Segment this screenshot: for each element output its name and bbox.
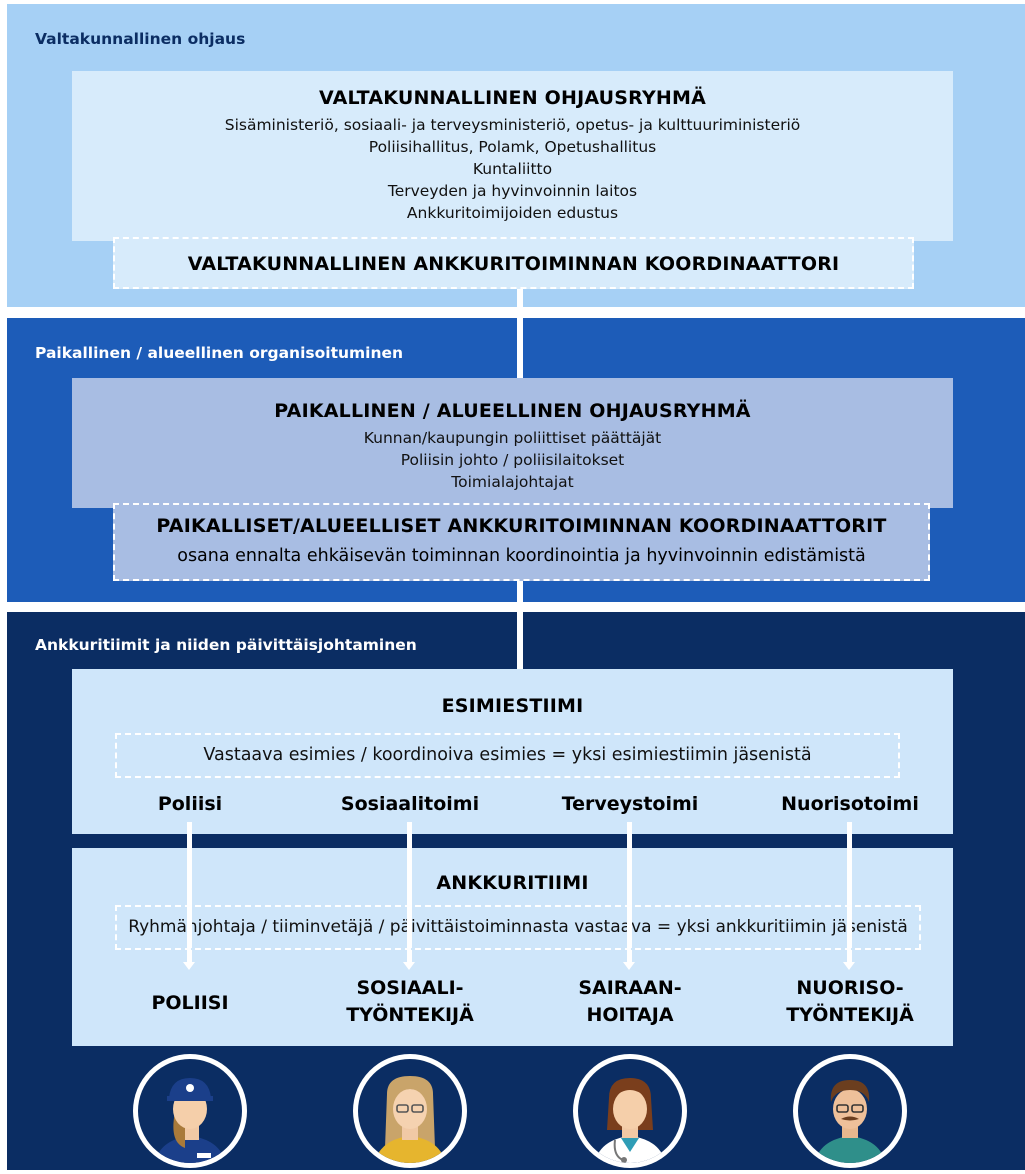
management-team-note: Vastaava esimies / koordinoiva esimies =…	[115, 733, 900, 778]
national-coordinator: VALTAKUNNALLINEN ANKKURITOIMINNAN KOORDI…	[113, 237, 914, 289]
role-youth-worker-line2: TYÖNTEKIJÄ	[786, 1004, 914, 1026]
management-team-title: ESIMIESTIIMI	[441, 695, 584, 717]
dept-social: Sosiaalitoimi	[340, 793, 480, 815]
dept-health: Terveystoimi	[561, 793, 699, 815]
dept-connector	[407, 822, 412, 948]
arrow-icon	[623, 962, 635, 970]
member-line: Poliisin johto / poliisilaitokset	[400, 451, 625, 469]
dept-connector	[627, 822, 632, 948]
local-member-list: Kunnan/kaupungin poliittiset päättäjät P…	[72, 427, 953, 493]
role-social-worker-line2: TYÖNTEKIJÄ	[346, 1004, 474, 1026]
member-line: Poliisihallitus, Polamk, Opetushallitus	[368, 138, 657, 156]
teams-section-title: Ankkuritiimit ja niiden päivittäisjohtam…	[35, 636, 417, 654]
local-section-title: Paikallinen / alueellinen organisoitumin…	[35, 344, 404, 362]
arrow-icon	[843, 962, 855, 970]
role-youth-worker: NUORISO- TYÖNTEKIJÄ	[760, 975, 940, 1029]
youth-worker-icon	[793, 1054, 907, 1168]
role-social-worker: SOSIAALI- TYÖNTEKIJÄ	[320, 975, 500, 1029]
member-line: Sisäministeriö, sosiaali- ja terveysmini…	[224, 116, 801, 134]
role-nurse-line1: SAIRAAN-	[578, 977, 682, 999]
member-line: Kunnan/kaupungin poliittiset päättäjät	[363, 429, 662, 447]
anchor-team: ANKKURITIIMI Ryhmänjohtaja / tiiminvetäj…	[72, 848, 953, 1046]
national-steering-group: VALTAKUNNALLINEN OHJAUSRYHMÄ Sisäministe…	[72, 71, 953, 241]
local-steering-group-title: PAIKALLINEN / ALUEELLINEN OHJAUSRYHMÄ	[274, 400, 751, 422]
national-coordinator-label: VALTAKUNNALLINEN ANKKURITOIMINNAN KOORDI…	[187, 253, 840, 275]
dept-connector	[847, 822, 852, 948]
connector-line	[517, 612, 523, 669]
local-coordinators-title: PAIKALLISET/ALUEELLISET ANKKURITOIMINNAN…	[156, 515, 887, 537]
member-line: Ankkuritoimijoiden edustus	[406, 204, 619, 222]
dept-connector	[847, 950, 852, 962]
dept-connector	[627, 950, 632, 962]
role-nurse: SAIRAAN- HOITAJA	[540, 975, 720, 1029]
dept-connector	[187, 822, 192, 948]
arrow-icon	[183, 962, 195, 970]
connector-line	[517, 318, 523, 378]
dept-police: Poliisi	[157, 793, 223, 815]
local-coordinators: PAIKALLISET/ALUEELLISET ANKKURITOIMINNAN…	[113, 503, 930, 581]
role-nurse-line2: HOITAJA	[586, 1004, 674, 1026]
dept-connector	[407, 950, 412, 962]
local-coordinators-subtitle: osana ennalta ehkäisevän toiminnan koord…	[177, 546, 866, 566]
anchor-team-title: ANKKURITIIMI	[436, 872, 589, 894]
police-officer-icon	[133, 1054, 247, 1168]
national-member-list: Sisäministeriö, sosiaali- ja terveysmini…	[72, 114, 953, 224]
management-team-note-text: Vastaava esimies / koordinoiva esimies =…	[203, 745, 812, 765]
role-social-worker-line1: SOSIAALI-	[356, 977, 464, 999]
role-police-line1: POLIISI	[151, 992, 229, 1014]
member-line: Kuntaliitto	[472, 160, 553, 178]
nurse-icon	[573, 1054, 687, 1168]
social-worker-icon	[353, 1054, 467, 1168]
anchor-team-note: Ryhmänjohtaja / tiiminvetäjä / päivittäi…	[115, 905, 921, 950]
role-youth-worker-line1: NUORISO-	[796, 977, 904, 999]
management-team: ESIMIESTIIMI Vastaava esimies / koordino…	[72, 669, 953, 834]
dept-connector	[187, 950, 192, 962]
local-steering-group: PAIKALLINEN / ALUEELLINEN OHJAUSRYHMÄ Ku…	[72, 378, 953, 508]
national-steering-group-title: VALTAKUNNALLINEN OHJAUSRYHMÄ	[318, 87, 707, 109]
role-police: POLIISI	[100, 990, 280, 1016]
dept-youth: Nuorisotoimi	[781, 793, 919, 815]
member-line: Terveyden ja hyvinvoinnin laitos	[387, 182, 638, 200]
anchor-team-note-text: Ryhmänjohtaja / tiiminvetäjä / päivittäi…	[128, 917, 908, 937]
arrow-icon	[403, 962, 415, 970]
national-section-title: Valtakunnallinen ohjaus	[35, 30, 246, 48]
member-line: Toimialajohtajat	[451, 473, 574, 491]
